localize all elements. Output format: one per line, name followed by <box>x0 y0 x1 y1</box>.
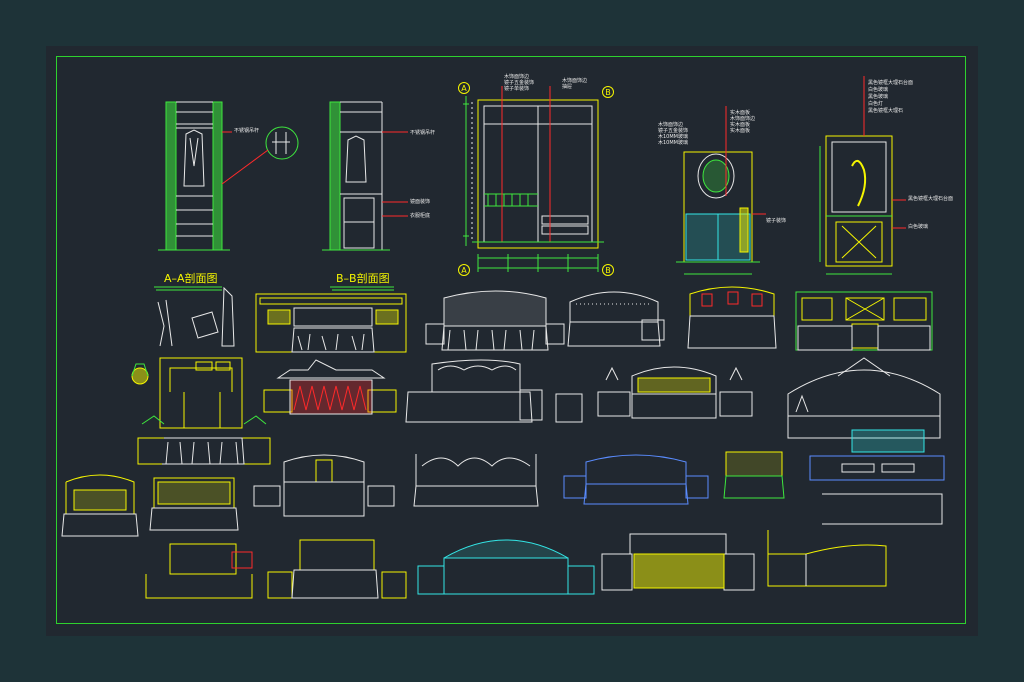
mirror-annotation-3: 黑色玻璃 <box>868 94 889 100</box>
wall-lamp <box>131 363 149 385</box>
bed-elevation-5 <box>795 291 933 351</box>
bb-annotation-3: 衣服柜底 <box>410 213 431 219</box>
bed-elevation-red <box>263 359 397 415</box>
bed-with-nightstands <box>253 454 395 517</box>
bed-elevation-1 <box>255 293 407 353</box>
mirror-annotation-2: 白色玻璃 <box>868 87 889 93</box>
dress-annotation-8: 木10MM玻璃 <box>658 140 688 146</box>
clothing-symbols <box>157 286 235 347</box>
mirror-side-annotation-1: 黑色镜框大理石台面 <box>908 196 954 202</box>
dress-annotation-6: 镜子五金装饰 <box>658 128 689 134</box>
wardrobe-elevation <box>463 86 604 272</box>
bb-annotation-2: 镜面装饰 <box>410 199 431 205</box>
dress-annotation-5: 木饰面饰边 <box>658 122 684 128</box>
side-bed-sketch <box>767 530 887 587</box>
dress-annotation-3: 实木面板 <box>730 122 751 128</box>
detail-callout <box>265 126 299 160</box>
aa-section-drawing <box>158 101 230 251</box>
side-view-bed <box>809 429 945 525</box>
elev-annotation-1: 木饰面饰边 <box>504 74 530 80</box>
drawing-sheet: A–A剖面图 B–B剖面图 A B A B 不锈钢吊杆 不锈钢吊杆 镜面装饰 衣… <box>46 46 978 636</box>
elev-annotation-3: 镜子单装饰 <box>504 86 530 92</box>
tufted-bed <box>563 454 709 505</box>
elev-annotation-5: 抽屉 <box>562 84 573 90</box>
bed-with-lamps <box>597 366 753 419</box>
bb-section-title: B–B剖面图 <box>336 272 390 285</box>
bed-with-plaid <box>145 543 253 599</box>
arched-bed <box>787 357 941 439</box>
section-marker-a-bottom: A <box>458 264 470 276</box>
mirror-cabinet-elevation <box>819 76 906 275</box>
cad-drawing <box>61 76 945 599</box>
section-marker-b-bottom: B <box>602 264 614 276</box>
aa-section-title: A–A剖面图 <box>164 272 218 285</box>
mirror-annotation-1: 黑色镜框大理石台面 <box>868 80 914 86</box>
mirror-annotation-4: 白色灯 <box>868 101 884 107</box>
dress-annotation-7: 木10MM玻璃 <box>658 134 688 140</box>
bed-elevation-4 <box>687 286 777 349</box>
elev-annotation-2: 镜子五金装饰 <box>504 80 535 86</box>
bb-section-drawing <box>322 101 390 251</box>
bed-elevation-3 <box>567 291 665 347</box>
bed-with-canopy <box>137 357 271 465</box>
headboard-2 <box>149 477 239 531</box>
dressing-table-elevation <box>676 106 766 275</box>
dress-side-annotation: 镜子装饰 <box>766 218 787 224</box>
dress-annotation-1: 实木面板 <box>730 110 751 116</box>
section-marker-a-top: A <box>458 82 470 94</box>
iron-bed-set <box>405 359 583 423</box>
elev-annotation-4: 木饰面饰边 <box>562 78 588 84</box>
scroll-iron-bed <box>413 454 539 507</box>
headboard-1 <box>61 474 139 537</box>
dress-annotation-4: 实木面板 <box>730 128 751 134</box>
bed-with-yellow-cover <box>601 533 755 591</box>
mirror-annotation-5: 黑色镜框大理石 <box>868 108 904 114</box>
small-bed-green <box>723 451 785 499</box>
bed-elevation-2 <box>425 290 565 351</box>
arched-headboard-bed <box>417 539 595 595</box>
bb-annotation-1: 不锈钢吊杆 <box>410 130 436 136</box>
aa-annotation: 不锈钢吊杆 <box>234 128 260 134</box>
drawing-frame <box>56 56 966 624</box>
mirror-side-annotation-2: 白色玻璃 <box>908 224 929 230</box>
dress-annotation-2: 木饰面饰边 <box>730 116 756 122</box>
section-marker-b-top: B <box>602 86 614 98</box>
bed-with-lamps-2 <box>267 539 407 599</box>
